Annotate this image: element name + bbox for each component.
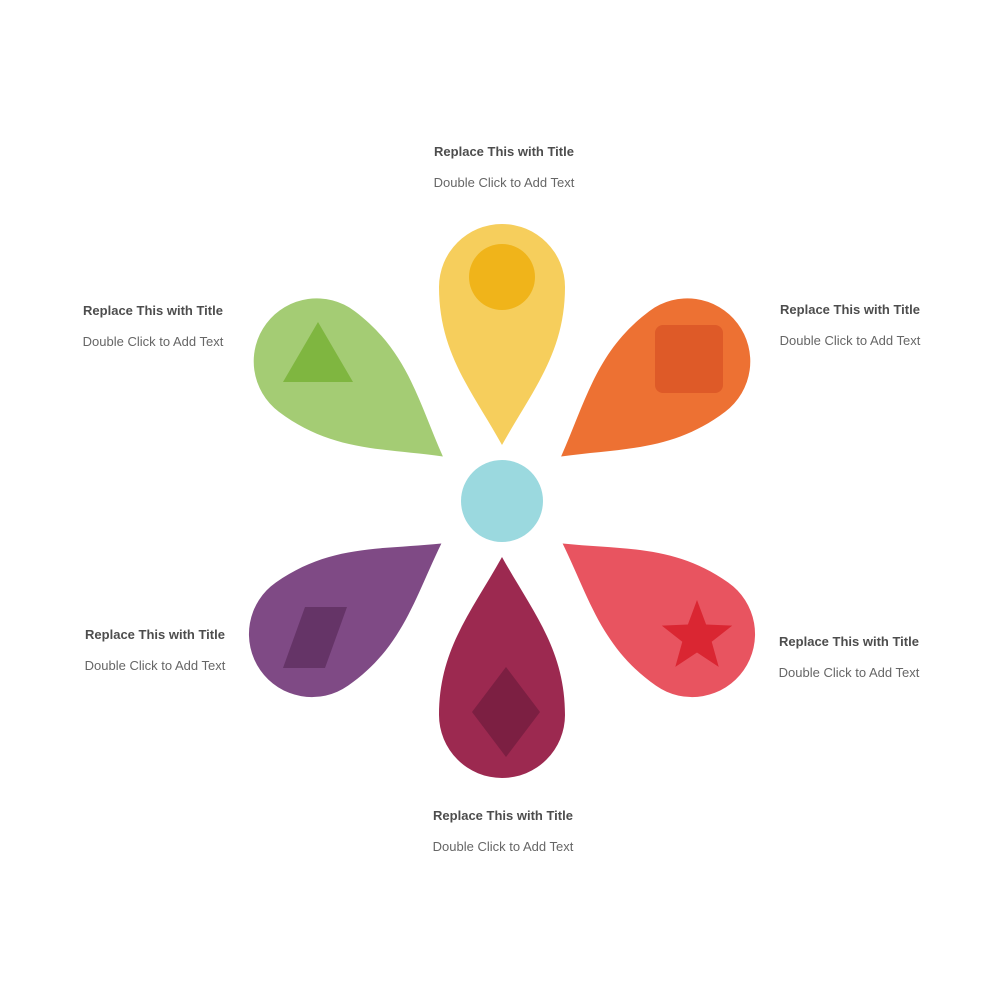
- parallelogram-icon[interactable]: [283, 607, 347, 668]
- circle-icon[interactable]: [469, 244, 535, 310]
- label-top-right-title[interactable]: Replace This with Title: [780, 302, 920, 317]
- label-top-title[interactable]: Replace This with Title: [434, 144, 574, 159]
- label-top-left[interactable]: Replace This with Title Double Click to …: [83, 303, 224, 350]
- label-bottom-right-title[interactable]: Replace This with Title: [779, 634, 919, 649]
- label-bottom-title[interactable]: Replace This with Title: [433, 808, 573, 823]
- center-circle[interactable]: [461, 460, 543, 542]
- label-top-subtitle[interactable]: Double Click to Add Text: [433, 175, 575, 190]
- petal-bottom-left[interactable]: [224, 492, 477, 722]
- label-bottom[interactable]: Replace This with Title Double Click to …: [433, 808, 574, 855]
- label-bottom-right-subtitle[interactable]: Double Click to Add Text: [778, 665, 920, 680]
- label-top-right-subtitle[interactable]: Double Click to Add Text: [779, 333, 921, 348]
- petal-bottom[interactable]: [439, 557, 565, 778]
- label-bottom-subtitle[interactable]: Double Click to Add Text: [432, 839, 574, 854]
- petal-bottom-right[interactable]: [526, 492, 779, 722]
- diamond-icon[interactable]: [472, 667, 540, 757]
- label-bottom-left-subtitle[interactable]: Double Click to Add Text: [84, 658, 226, 673]
- square-icon[interactable]: [655, 325, 723, 393]
- label-top-right[interactable]: Replace This with Title Double Click to …: [780, 302, 921, 349]
- star-icon[interactable]: [661, 600, 733, 667]
- label-bottom-left[interactable]: Replace This with Title Double Click to …: [85, 627, 226, 674]
- label-top-left-title[interactable]: Replace This with Title: [83, 303, 223, 318]
- label-bottom-right[interactable]: Replace This with Title Double Click to …: [779, 634, 920, 681]
- label-bottom-left-title[interactable]: Replace This with Title: [85, 627, 225, 642]
- label-top[interactable]: Replace This with Title Double Click to …: [434, 144, 575, 191]
- label-top-left-subtitle[interactable]: Double Click to Add Text: [82, 334, 224, 349]
- triangle-icon[interactable]: [283, 322, 353, 382]
